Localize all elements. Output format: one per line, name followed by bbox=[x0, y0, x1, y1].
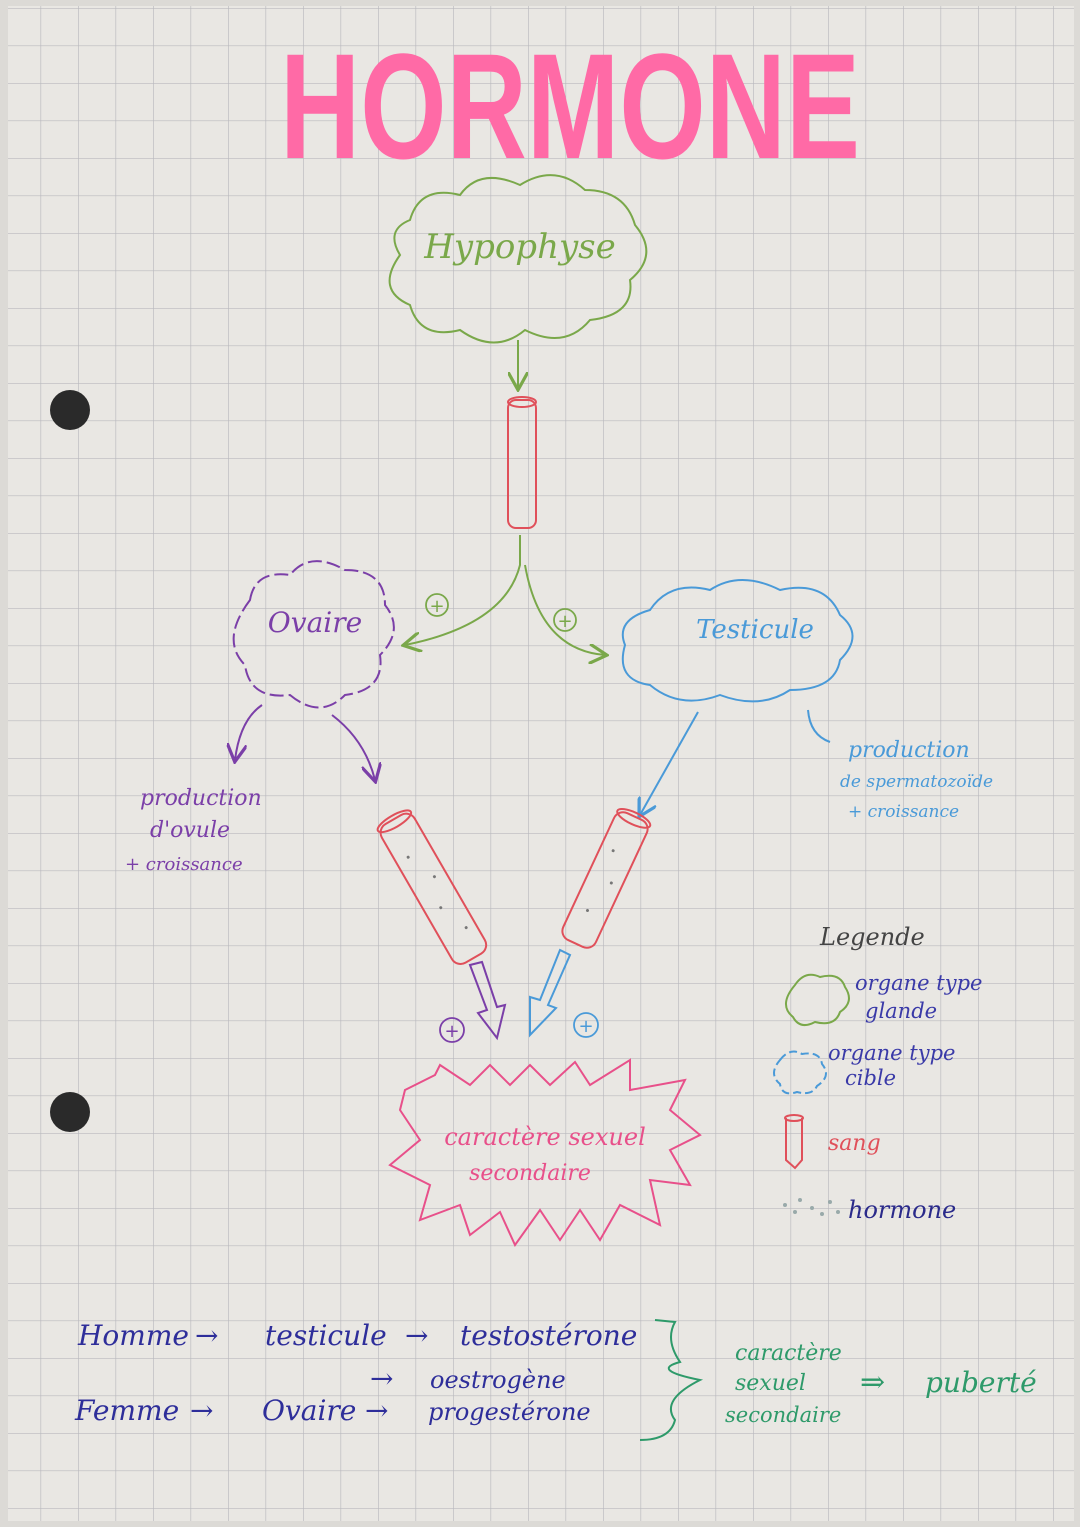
blood-tube-left bbox=[376, 809, 488, 965]
summary-result-line3: secondaire bbox=[725, 1403, 841, 1427]
summary-female-sex: Femme bbox=[74, 1394, 179, 1427]
legend-label: hormone bbox=[848, 1196, 956, 1224]
text-line: production bbox=[848, 738, 970, 763]
hypophyse-label: Hypophyse bbox=[423, 227, 616, 267]
text-line: d'ovule bbox=[150, 818, 230, 843]
blood-tube-icon bbox=[784, 1114, 804, 1170]
legend-label: organe type bbox=[855, 971, 982, 995]
stimulation-plus-testicle: + bbox=[553, 608, 577, 632]
grid-lines bbox=[8, 6, 1074, 1521]
legend: Legende organe type glande organe type c… bbox=[773, 923, 982, 1224]
target-burst: caractère sexuel secondaire bbox=[388, 1058, 702, 1247]
ovary-label: Ovaire bbox=[268, 606, 362, 639]
stimulation-plus-testicle-hormone: + bbox=[573, 1012, 599, 1038]
punch-hole-bottom bbox=[50, 1092, 90, 1132]
summary-arrow: → bbox=[405, 1319, 428, 1352]
testicle-label: Testicule bbox=[696, 615, 814, 645]
summary-female-organ: Ovaire bbox=[262, 1394, 356, 1427]
summary-arrow: → bbox=[190, 1394, 213, 1427]
hormone-dots-icon bbox=[783, 1198, 840, 1216]
plus-sign: + bbox=[578, 1016, 593, 1037]
arrow-to-testicle bbox=[524, 564, 605, 655]
legend-label: sang bbox=[828, 1131, 881, 1156]
legend-title: Legende bbox=[819, 923, 925, 951]
summary-result-line1: caractère bbox=[735, 1341, 842, 1366]
text-line: + croissance bbox=[125, 854, 243, 875]
page-title: HORMONE bbox=[280, 22, 860, 190]
blue-cloud-icon bbox=[773, 1050, 827, 1095]
stimulation-plus-ovary: + bbox=[425, 593, 449, 617]
target-label-line2: secondaire bbox=[469, 1161, 591, 1186]
stimulation-plus-ovary-hormone: + bbox=[439, 1017, 465, 1043]
summary: Homme → testicule → testostérone → oestr… bbox=[74, 1319, 1037, 1441]
summary-conclusion: puberté bbox=[925, 1366, 1037, 1399]
legend-label: organe type bbox=[828, 1041, 955, 1065]
legend-label: cible bbox=[845, 1066, 896, 1090]
blood-tube-right bbox=[561, 808, 652, 949]
plus-sign: + bbox=[429, 596, 444, 617]
summary-female-hormone-1: oestrogène bbox=[430, 1366, 566, 1394]
summary-arrow: → bbox=[195, 1319, 218, 1352]
testicle-production-line bbox=[807, 709, 831, 743]
summary-result-line2: sexuel bbox=[735, 1371, 806, 1396]
hypophyse-cloud: Hypophyse bbox=[388, 174, 648, 344]
summary-arrow: → bbox=[365, 1394, 388, 1427]
testicle-production-text: production de spermatozoïde + croissance bbox=[840, 738, 993, 822]
arrow-ovary-to-blood bbox=[331, 714, 375, 780]
legend-label: glande bbox=[865, 999, 937, 1023]
text-line: production bbox=[140, 786, 262, 811]
ovary-production-text: production d'ovule + croissance bbox=[125, 786, 262, 875]
summary-arrow: → bbox=[370, 1362, 393, 1395]
arrow-ovary-production bbox=[235, 704, 263, 760]
target-label-line1: caractère sexuel bbox=[444, 1123, 646, 1151]
hollow-arrow-testicle-hormone bbox=[529, 948, 572, 1038]
summary-female-hormone-2: progestérone bbox=[428, 1398, 591, 1426]
blood-tube-vertical bbox=[507, 396, 537, 529]
green-cloud-icon bbox=[785, 973, 850, 1027]
punch-hole-top bbox=[50, 390, 90, 430]
summary-male-sex: Homme bbox=[77, 1319, 189, 1352]
plus-sign: + bbox=[557, 611, 572, 632]
summary-implies: ⇒ bbox=[860, 1365, 885, 1400]
summary-male-organ: testicule bbox=[265, 1319, 387, 1352]
hollow-arrow-ovary-hormone bbox=[468, 960, 507, 1041]
testicle-cloud: Testicule bbox=[621, 579, 854, 703]
text-line: de spermatozoïde bbox=[840, 772, 993, 792]
summary-male-hormone: testostérone bbox=[460, 1319, 637, 1352]
text-line: + croissance bbox=[848, 802, 959, 822]
arrow-to-ovary bbox=[405, 535, 521, 645]
ovary-cloud: Ovaire bbox=[232, 560, 395, 709]
bracket-right bbox=[639, 1319, 704, 1441]
plus-sign: + bbox=[444, 1021, 459, 1042]
arrow-testicle-to-blood bbox=[640, 711, 699, 815]
